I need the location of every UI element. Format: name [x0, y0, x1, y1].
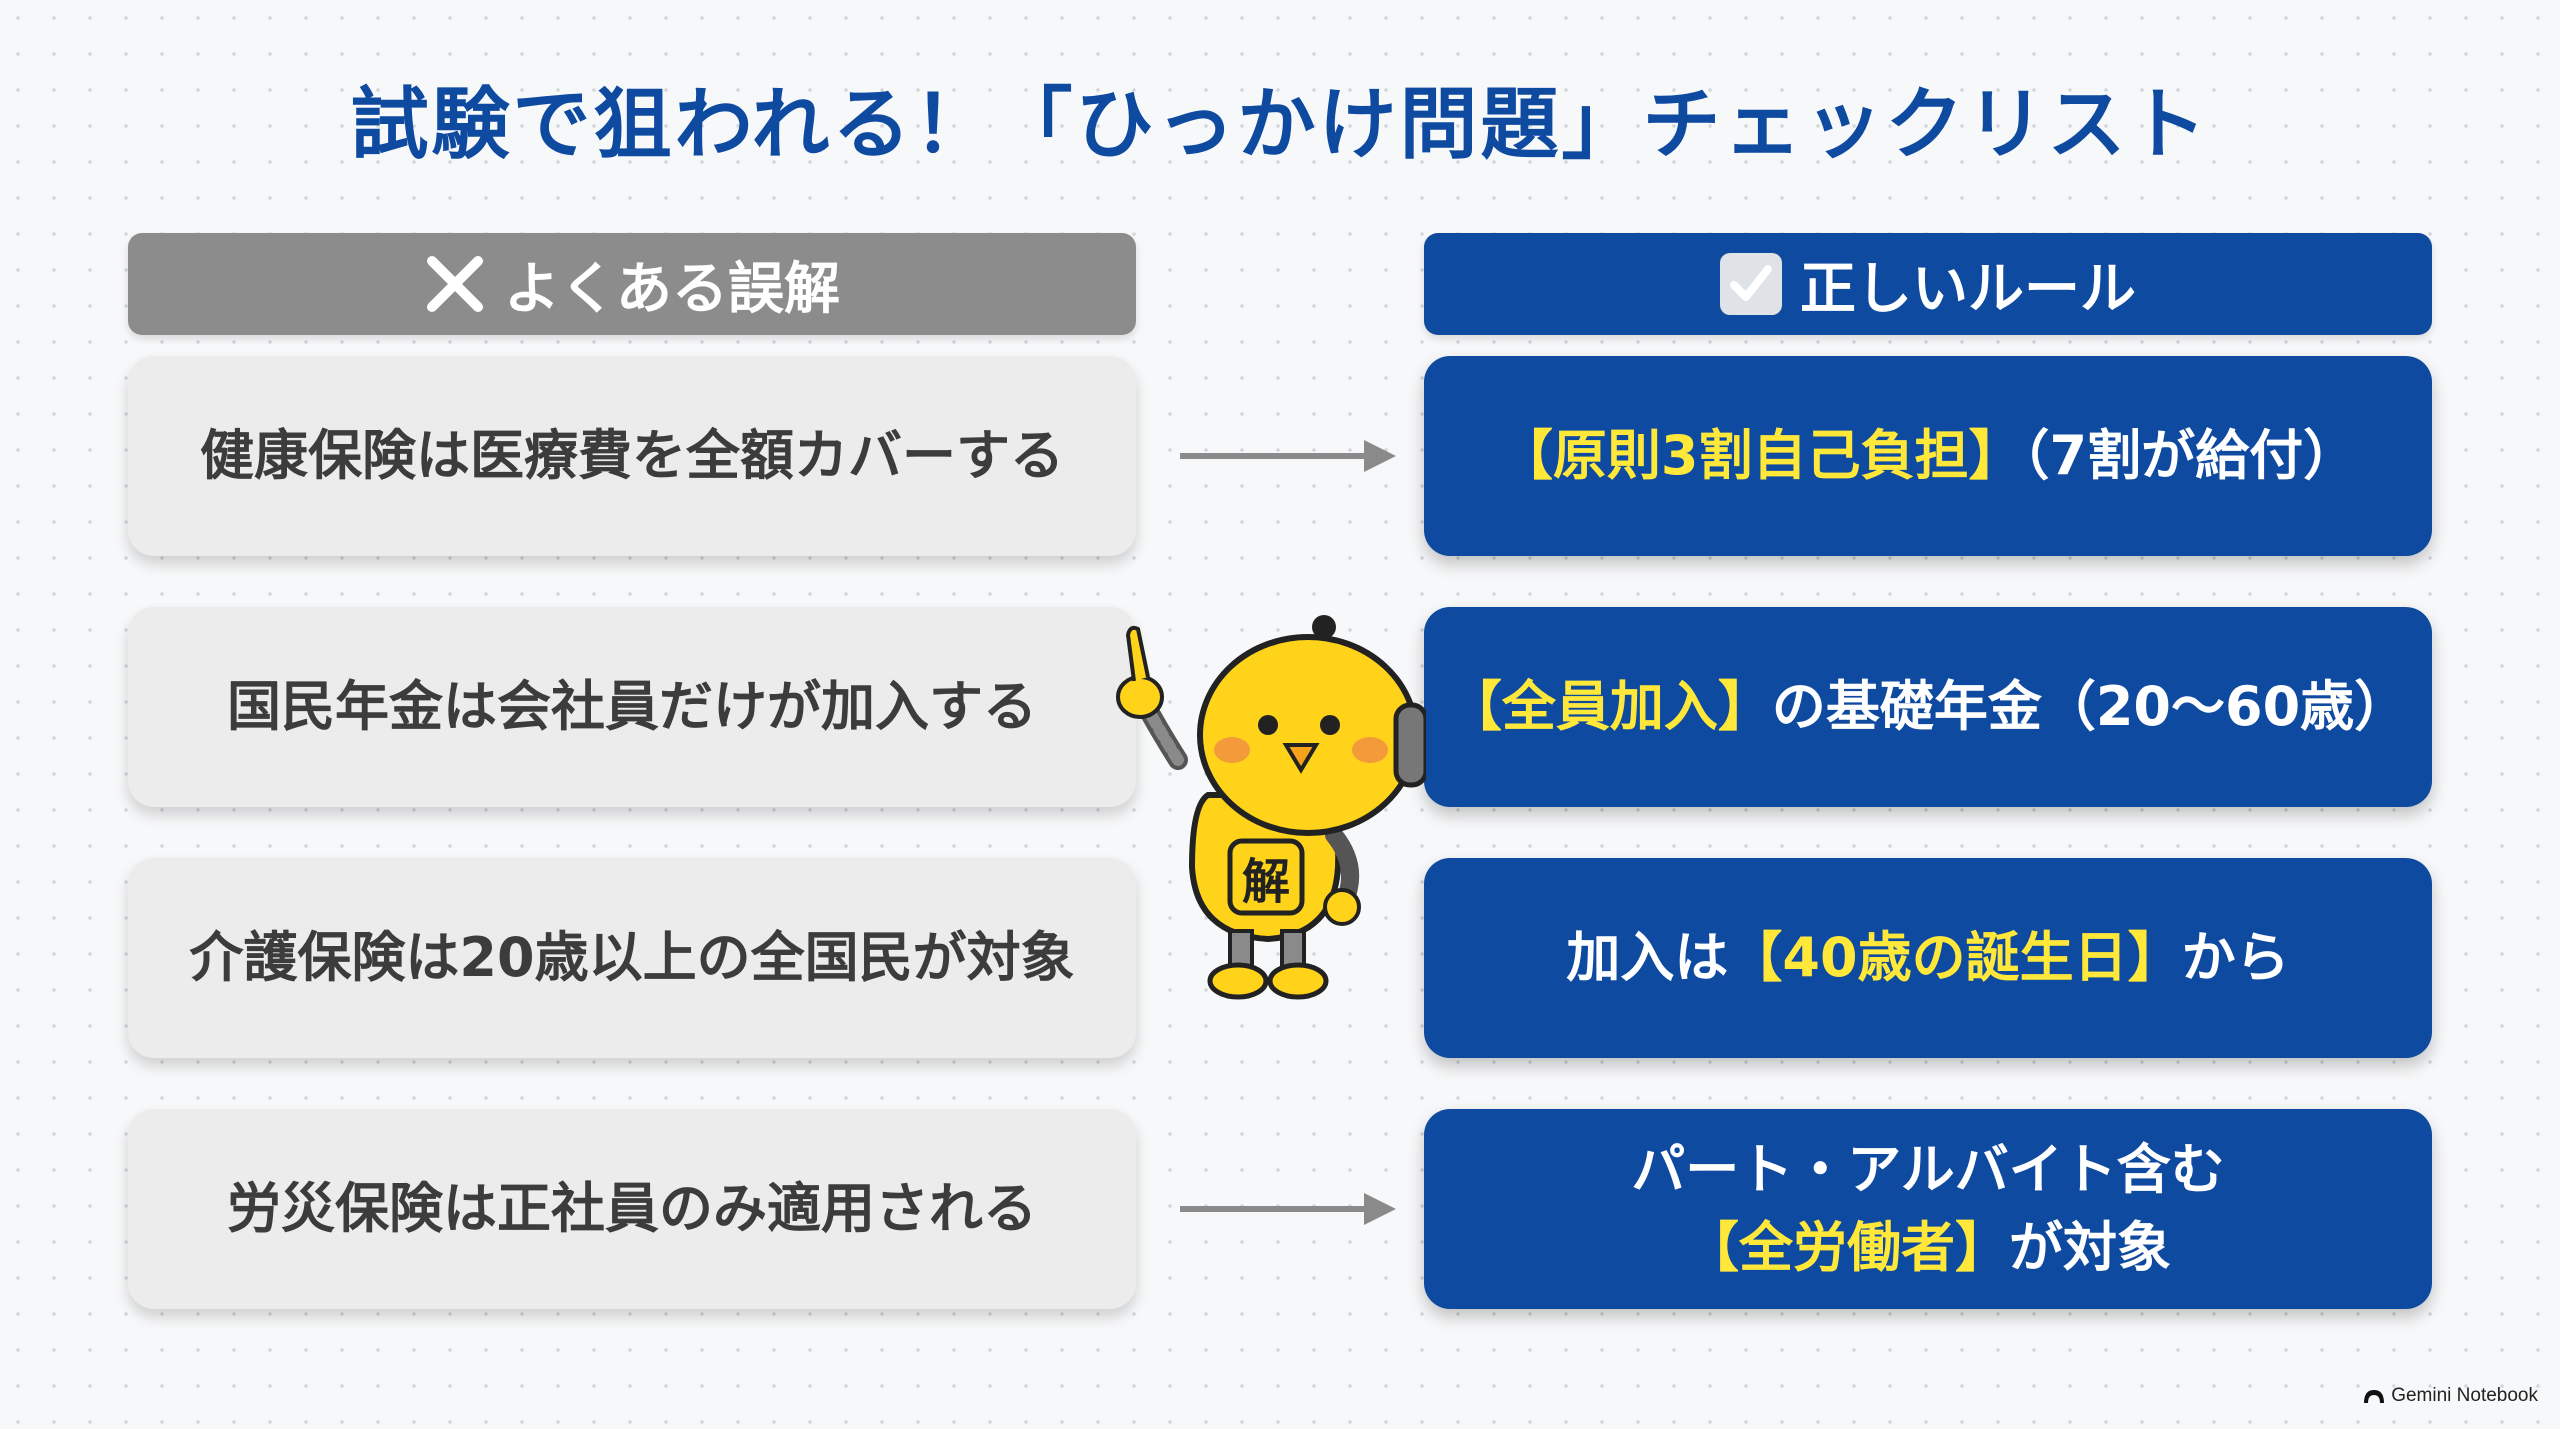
notebook-logo-icon	[2364, 1390, 2385, 1403]
watermark-text: Gemini Notebook	[2391, 1385, 2538, 1406]
rule-text: が対象	[2009, 1216, 2171, 1279]
x-icon	[427, 256, 483, 312]
rule-text: パート・アルバイト含む	[1631, 1137, 2225, 1201]
rule-line: 【全労働者】が対象	[1685, 1209, 2171, 1287]
rule-highlight: 【原則3割自己負担】	[1498, 423, 2023, 487]
misconception-text: 介護保険は20歳以上の全国民が対象	[189, 925, 1075, 989]
rule-line: 【全員加入】の基礎年金（20～60歳）	[1448, 668, 2408, 746]
rule-card-4: パート・アルバイト含む 【全労働者】が対象	[1424, 1109, 2432, 1309]
rule-card-1: 【原則3割自己負担】（7割が給付）	[1424, 356, 2432, 556]
rule-highlight: 【40歳の誕生日】	[1728, 925, 2182, 989]
rule-card-3: 加入は【40歳の誕生日】から	[1424, 858, 2432, 1058]
rule-line: 【原則3割自己負担】（7割が給付）	[1499, 417, 2357, 495]
misconception-card-1: 健康保険は医療費を全額カバーする	[128, 356, 1136, 556]
misconception-header-label: よくある誤解	[504, 256, 840, 322]
rule-header-label: 正しいルール	[1800, 256, 2136, 322]
rule-text: の基礎年金（20～60歳）	[1771, 674, 2409, 738]
rule-card-2: 【全員加入】の基礎年金（20～60歳）	[1424, 607, 2432, 807]
misconception-card-3: 介護保険は20歳以上の全国民が対象	[128, 858, 1136, 1058]
misconception-card-4: 労災保険は正社員のみ適用される	[128, 1109, 1136, 1309]
page-title: 試験で狙われる！「ひっかけ問題」チェックリスト	[350, 80, 2210, 170]
misconception-card-2: 国民年金は会社員だけが加入する	[128, 607, 1136, 807]
rule-text: （7割が給付）	[2022, 423, 2358, 487]
rule-prefix: 加入は	[1566, 925, 1729, 989]
rule-highlight: 【全労働者】	[1685, 1216, 2009, 1279]
checkbox-icon	[1720, 253, 1782, 315]
rule-highlight: 【全員加入】	[1447, 674, 1772, 738]
rule-text: から	[2181, 925, 2290, 989]
misconception-header: よくある誤解	[128, 233, 1136, 335]
rule-line: パート・アルバイト含む	[1631, 1131, 2224, 1209]
robot-chick-mascot-icon	[1116, 615, 1426, 1000]
arrow-right-icon	[1180, 440, 1396, 472]
misconception-text: 健康保険は医療費を全額カバーする	[200, 423, 1064, 487]
arrow-right-icon	[1180, 1193, 1396, 1225]
misconception-text: 労災保険は正社員のみ適用される	[227, 1176, 1037, 1240]
watermark: Gemini Notebook	[2363, 1385, 2538, 1407]
misconception-text: 国民年金は会社員だけが加入する	[227, 674, 1037, 738]
rule-line: 加入は【40歳の誕生日】から	[1566, 919, 2289, 997]
rule-header: 正しいルール	[1424, 233, 2432, 335]
mascot-badge: 解	[1241, 854, 1290, 910]
